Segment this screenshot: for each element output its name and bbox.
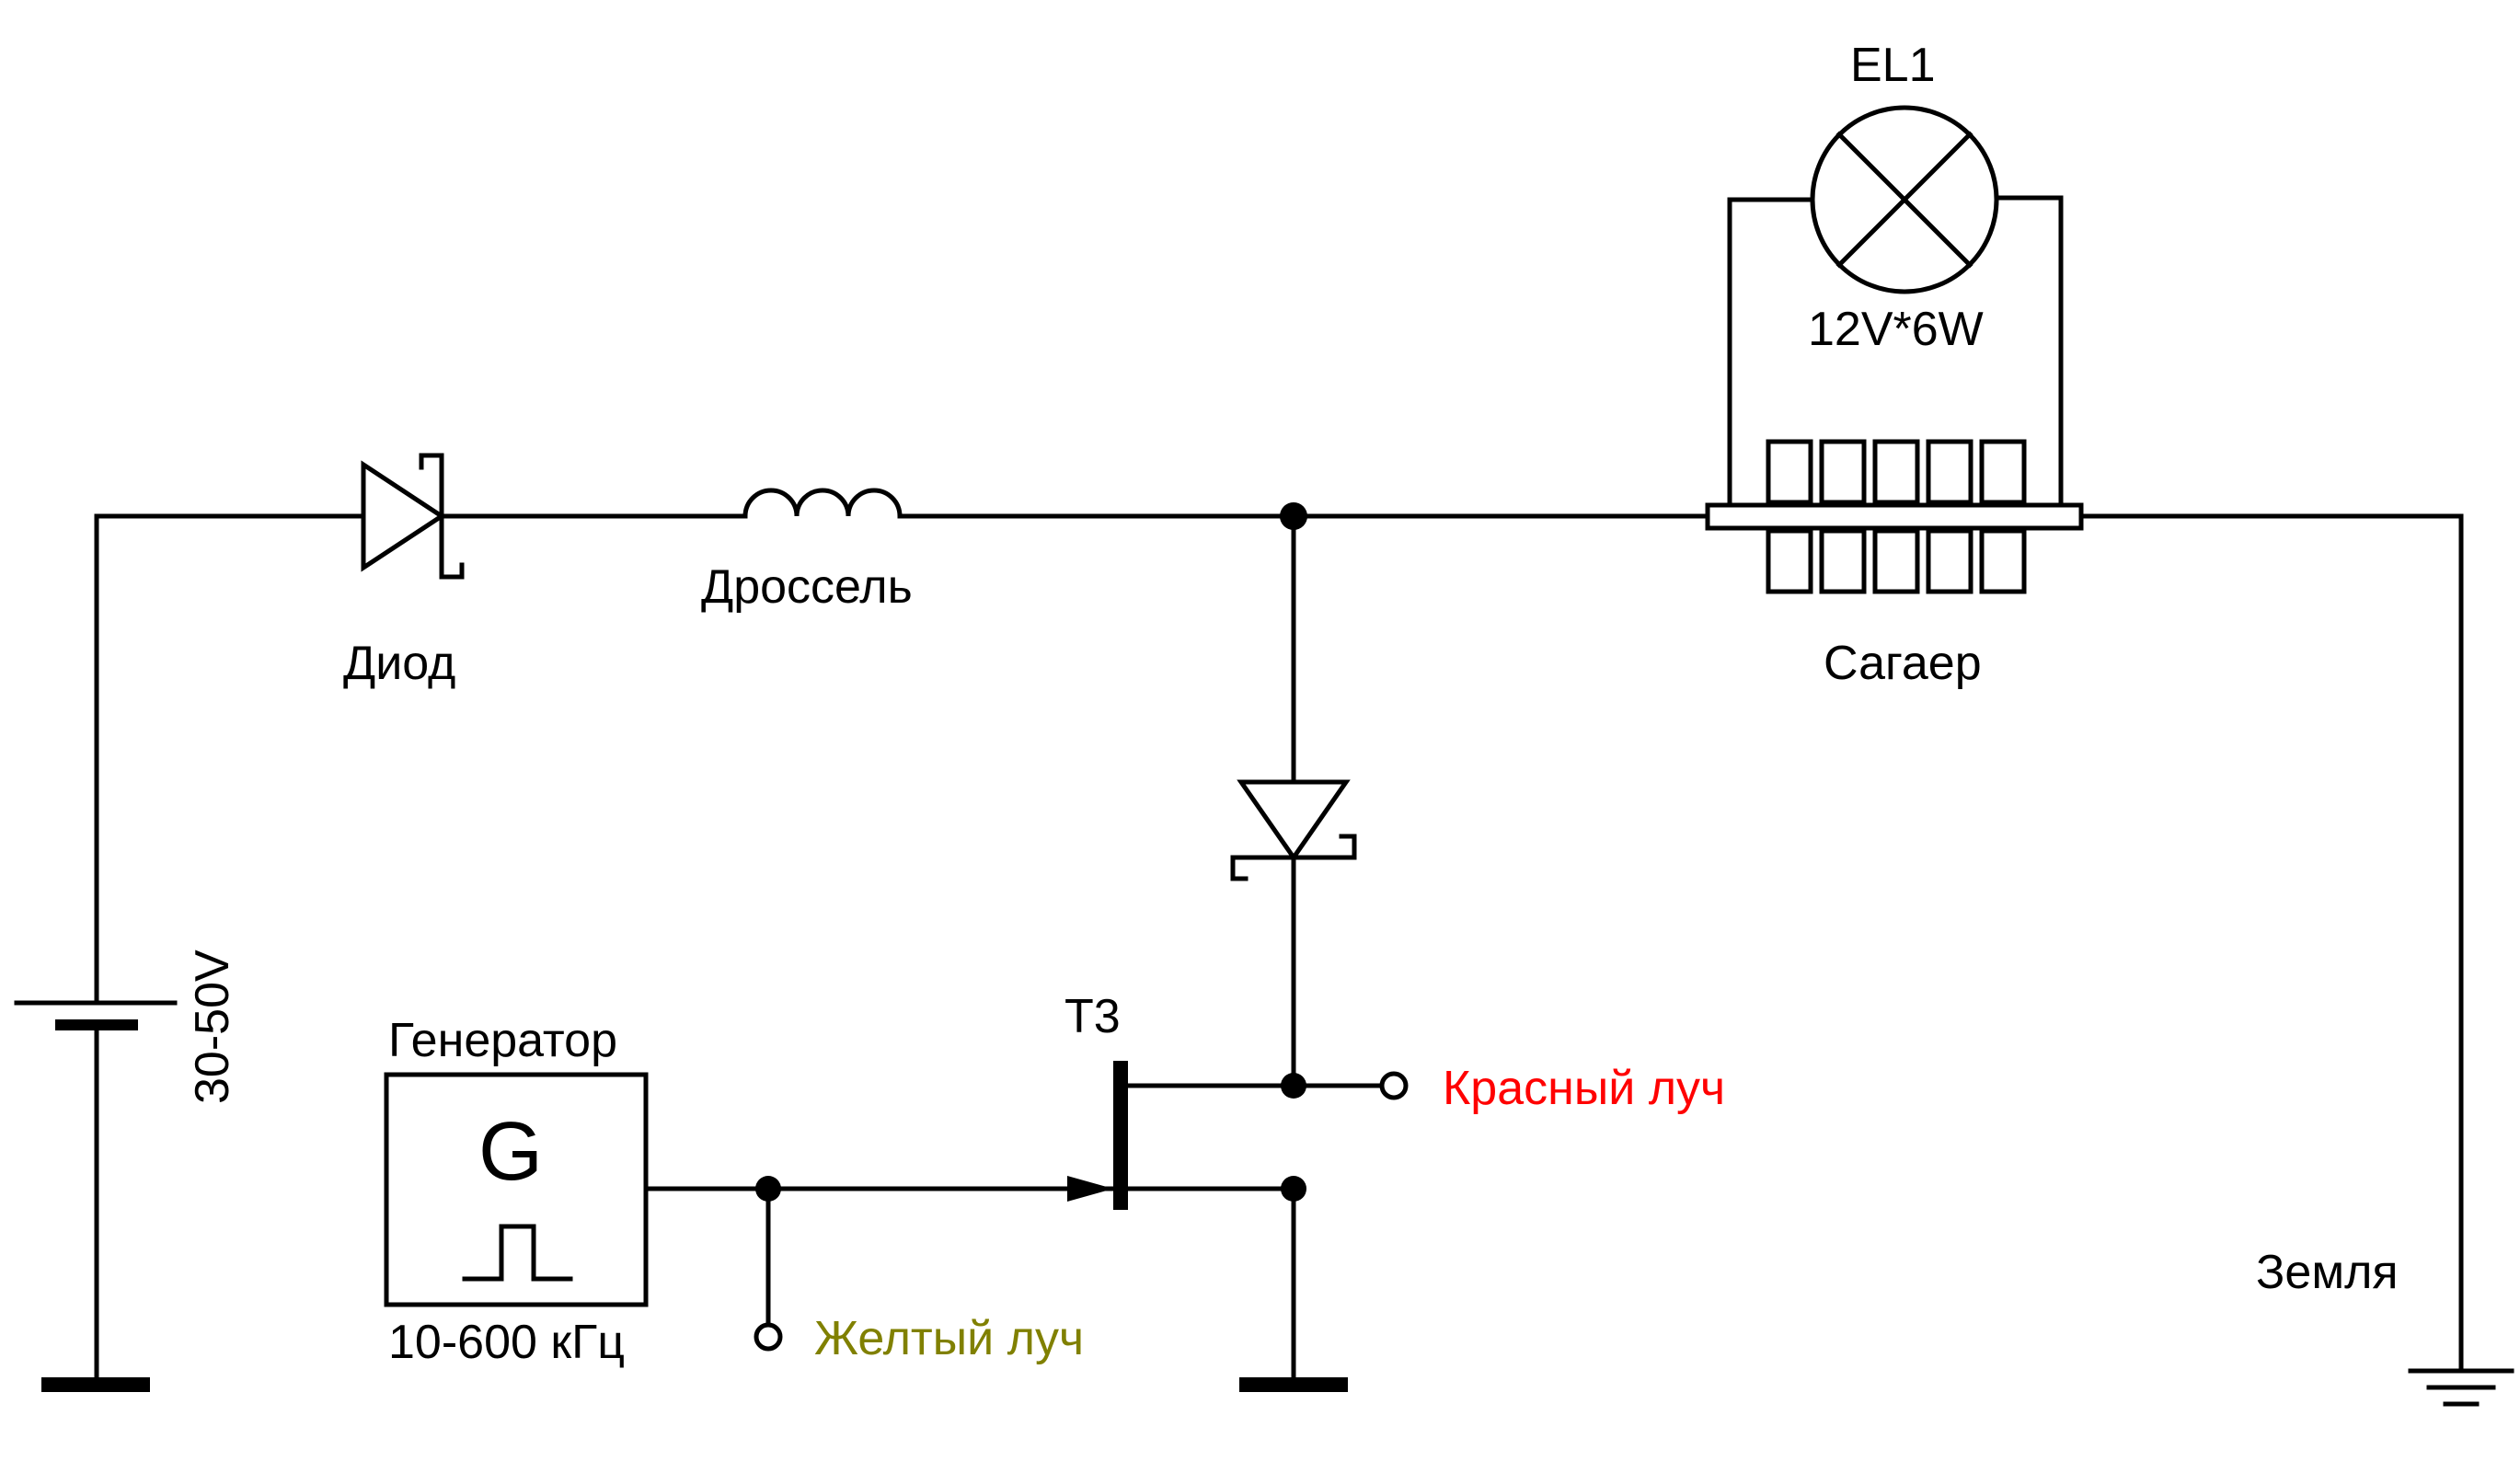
battery-symbol — [14, 513, 178, 1392]
generator-freq-label: 10-600 кГц — [388, 1316, 625, 1369]
transistor-label: T3 — [1064, 990, 1121, 1043]
lower-diode-symbol — [1230, 779, 1357, 881]
generator-title-label: Генератор — [388, 1014, 617, 1067]
transistor-symbol — [1113, 1061, 1296, 1210]
diode-symbol — [361, 453, 465, 580]
yellow-beam-terminal[interactable] — [754, 1322, 783, 1352]
junction-node-gate — [755, 1176, 781, 1202]
generator-symbol-label: G — [478, 1106, 543, 1198]
red-beam-label: Красный луч — [1443, 1062, 1725, 1115]
emitter-ground — [1239, 1186, 1348, 1392]
red-beam-terminal[interactable] — [1379, 1071, 1409, 1100]
lamp-rating-label: 12V*6W — [1808, 303, 1984, 356]
choke-symbol — [742, 488, 903, 519]
gate-wire — [643, 1176, 1116, 1328]
sagaer-label: Сагаер — [1824, 637, 1982, 690]
yellow-beam-label: Желтый луч — [814, 1312, 1084, 1365]
diode-label: Диод — [343, 637, 455, 690]
lamp-symbol — [1727, 105, 2064, 294]
generator-block — [384, 1072, 649, 1307]
ground-label: Земля — [2256, 1246, 2399, 1299]
supply-voltage-label: 30-50V — [186, 949, 239, 1104]
choke-label: Дроссель — [701, 560, 913, 614]
sagaer-symbol — [1705, 197, 2084, 594]
ground-earth-symbol — [2408, 513, 2514, 1407]
lamp-ref-label: EL1 — [1850, 39, 1936, 92]
